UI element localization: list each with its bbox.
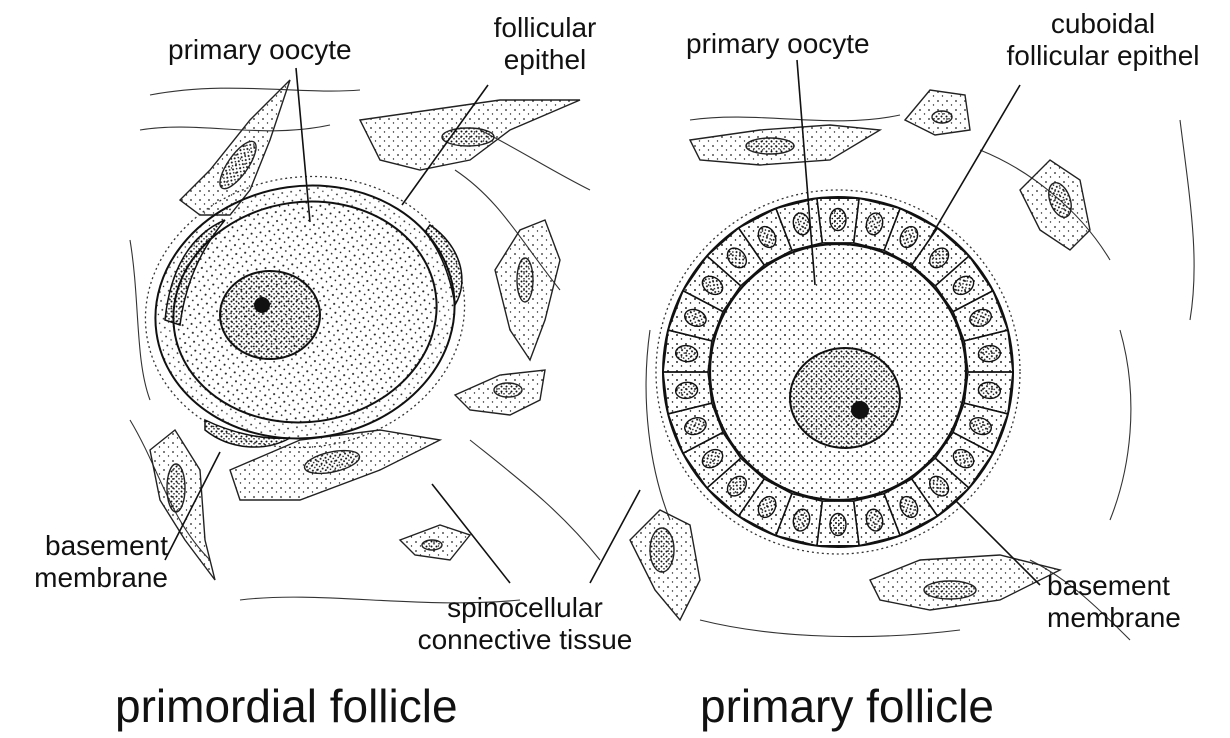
right-label-cuboidal-line1: cuboidal	[983, 8, 1223, 40]
caption-primary-follicle: primary follicle	[700, 680, 994, 732]
left-label-follicular-epithel-line1: follicular	[470, 12, 620, 44]
right-label-basement-membrane: basement membrane	[1047, 570, 1181, 634]
right-oocyte-nucleus	[790, 348, 900, 448]
left-label-basement-line1: basement	[8, 530, 168, 562]
caption-primordial-follicle: primordial follicle	[115, 680, 458, 732]
right-label-primary-oocyte: primary oocyte	[686, 28, 870, 60]
primordial-follicle-drawing	[128, 80, 600, 603]
label-spinocellular-connective-tissue: spinocellular connective tissue	[380, 592, 670, 656]
cuboidal-cell-nucleus	[830, 514, 846, 536]
label-connective-line1: spinocellular	[380, 592, 670, 624]
leader-connective-right	[590, 490, 640, 583]
right-label-cuboidal-follicular-epithel: cuboidal follicular epithel	[983, 8, 1223, 72]
right-label-basement-line1: basement	[1047, 570, 1181, 602]
right-nucleolus	[851, 401, 869, 419]
left-label-basement-membrane: basement membrane	[8, 530, 168, 594]
cuboidal-cell-nucleus	[830, 209, 846, 231]
label-connective-line2: connective tissue	[380, 624, 670, 656]
left-label-follicular-epithel-line2: epithel	[470, 44, 620, 76]
left-label-primary-oocyte: primary oocyte	[168, 34, 352, 66]
right-label-basement-line2: membrane	[1047, 602, 1181, 634]
left-oocyte-nucleus	[220, 271, 320, 359]
primary-follicle-drawing	[630, 90, 1194, 640]
right-label-cuboidal-line2: follicular epithel	[983, 40, 1223, 72]
left-label-basement-line2: membrane	[8, 562, 168, 594]
left-label-follicular-epithel: follicular epithel	[470, 12, 620, 76]
left-nucleolus	[254, 297, 270, 313]
